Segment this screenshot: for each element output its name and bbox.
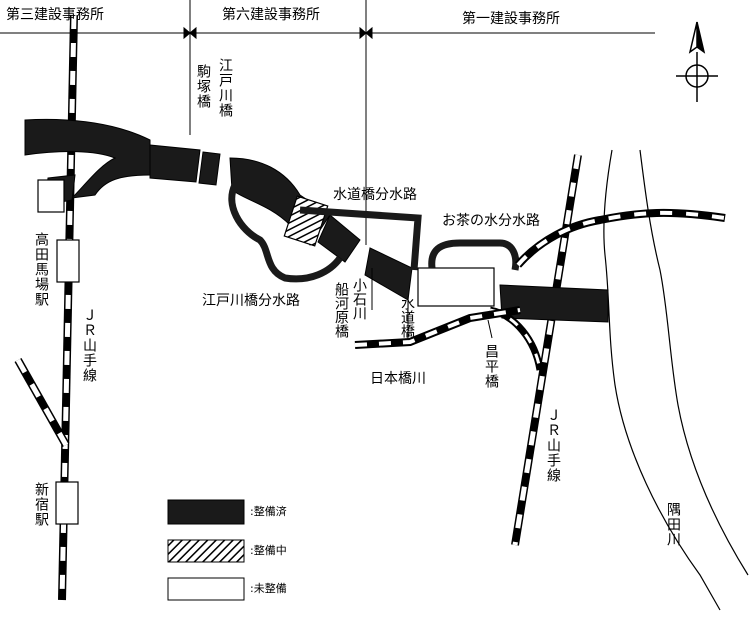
shohei-bridge-label: 昌平橋 (483, 344, 499, 389)
komagome-bridge-label: 駒塚橋 (195, 64, 211, 109)
jr-yamanote-west-label: ＪＲ山手線 (81, 308, 97, 383)
office-6-label: 第六建設事務所 (222, 7, 320, 23)
legend-in-progress-label: :整備中 (250, 544, 287, 557)
koishikawa-label: 小石川 (351, 278, 367, 320)
legend (167, 499, 245, 601)
legend-not-done-swatch (167, 577, 245, 601)
legend-in-progress-swatch (167, 539, 245, 563)
legend-not-done-label: :未整備 (250, 582, 287, 595)
edogawa-bridge-label: 江戸川橋 (217, 58, 233, 118)
suido-branch-label: 水道橋分水路 (333, 187, 417, 203)
jr-yamanote-east-label: ＪＲ山手線 (545, 408, 561, 483)
suido-bridge-label: 水道橋 (399, 296, 415, 338)
compass-north-icon (676, 21, 718, 102)
jr-yamanote-line-east (511, 154, 582, 546)
ochanomizu-branch-label: お茶の水分水路 (442, 213, 540, 229)
funagawara-bridge-label: 船河原橋 (333, 282, 349, 338)
nihonbashi-river-label: 日本橋川 (370, 371, 426, 387)
office-3-label: 第三建設事務所 (6, 7, 104, 23)
edogawa-branch-loop (228, 183, 343, 283)
edogawa-branch-label: 江戸川橋分水路 (202, 293, 300, 309)
shinjuku-station-label: 新宿駅 (33, 482, 49, 527)
suido-branch-waterway (299, 206, 520, 271)
takadanobaba-station-label: 高田馬場駅 (33, 232, 49, 307)
office-boundaries (0, 0, 655, 245)
river-not-done (37, 179, 495, 307)
legend-done-label: :整備済 (250, 505, 287, 518)
sumida-river-label: 隅田川 (665, 502, 681, 547)
legend-done-swatch (167, 499, 245, 525)
jr-yamanote-line-west (14, 14, 80, 601)
nihonbashi-river (354, 306, 521, 349)
office-1-label: 第一建設事務所 (462, 11, 560, 27)
bridge-leaders (371, 268, 493, 340)
